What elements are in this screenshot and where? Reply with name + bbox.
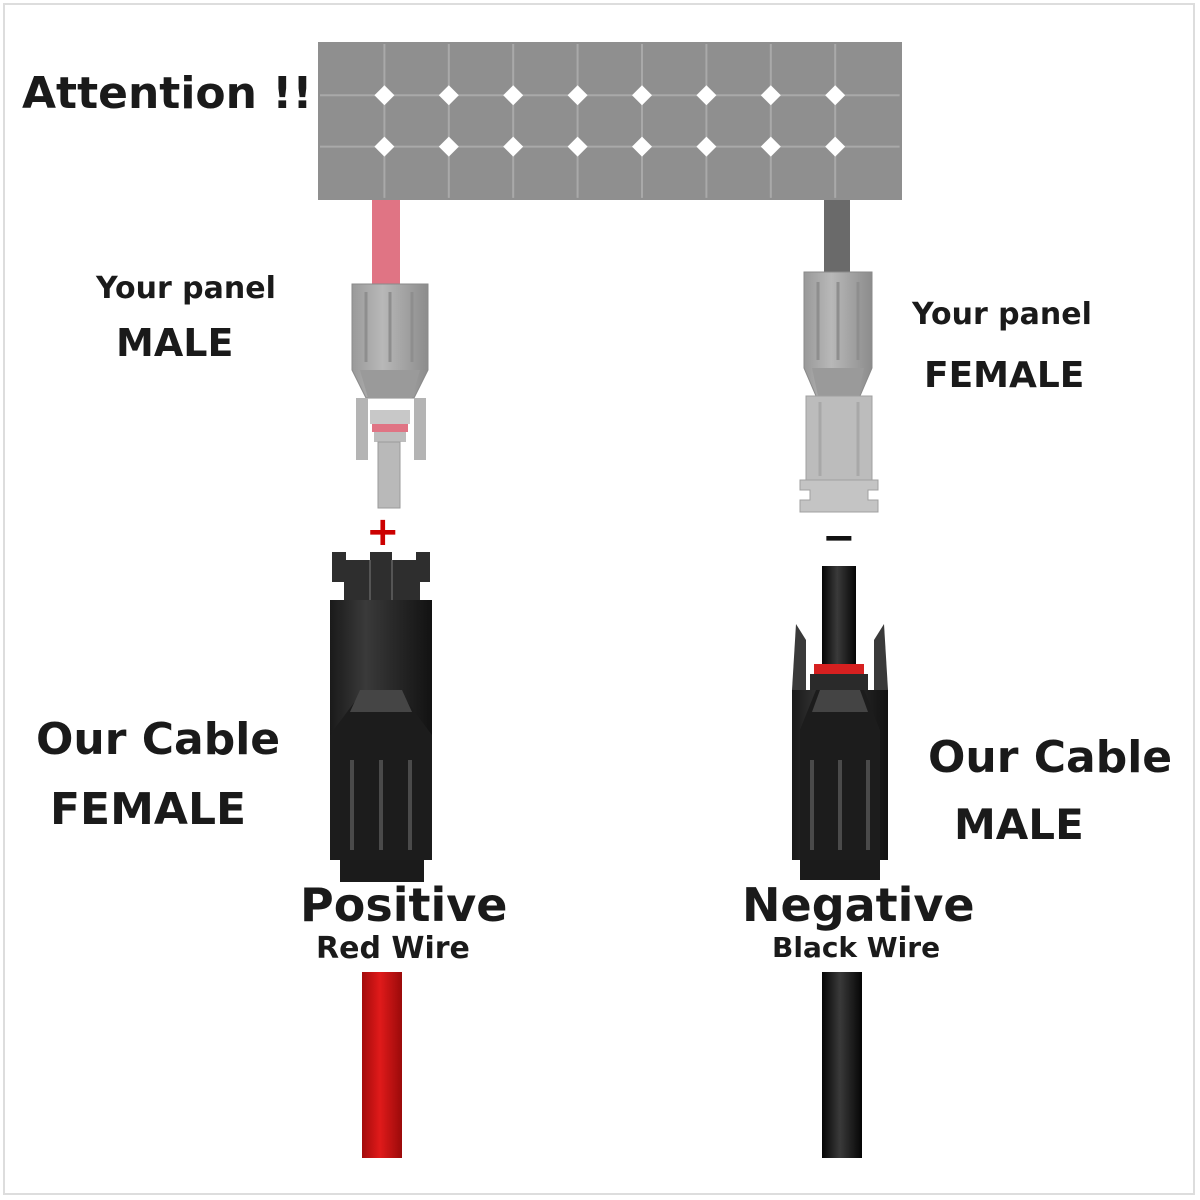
positive-sign: + <box>366 509 400 555</box>
panel-red-wire <box>372 200 400 284</box>
black-wire <box>822 972 862 1158</box>
panel-cell-corner <box>825 85 846 106</box>
cable-female-line1: Our Cable <box>36 714 281 765</box>
panel-cell-corner <box>632 85 652 106</box>
panel-male-connector <box>351 283 429 509</box>
panel-cell-corner <box>567 85 588 106</box>
panel-cell-corner <box>825 136 846 157</box>
solar-panel <box>318 42 902 200</box>
negative-sign: − <box>822 515 856 561</box>
panel-cell-corner <box>438 85 459 106</box>
panel-cell-corner <box>696 85 717 106</box>
panel-cells <box>320 44 900 198</box>
image-border <box>3 3 1195 1195</box>
panel-cell-corner <box>760 136 781 157</box>
panel-black-wire <box>824 200 850 272</box>
red-wire <box>362 972 402 1158</box>
panel-female-line1: Your panel <box>912 297 1092 332</box>
panel-cell-corner <box>696 136 717 157</box>
negative-wire-label: Black Wire <box>772 931 941 964</box>
panel-cell-corner <box>438 136 459 157</box>
cable-female-connector <box>330 552 432 882</box>
panel-cell-corner <box>567 136 588 157</box>
attention-title: Attention !! <box>22 68 313 119</box>
panel-cell-corner <box>374 85 395 106</box>
cable-female-line2: FEMALE <box>50 784 247 835</box>
panel-cell-corner <box>374 136 395 157</box>
panel-cell-corner <box>503 136 524 157</box>
cable-male-line1: Our Cable <box>928 732 1173 783</box>
positive-wire-label: Red Wire <box>316 931 470 966</box>
negative-label: Negative <box>742 878 975 932</box>
positive-label: Positive <box>300 878 508 932</box>
panel-frame <box>318 42 902 200</box>
panel-female-line2: FEMALE <box>924 355 1085 396</box>
panel-female-connector <box>799 271 879 513</box>
cable-male-connector <box>792 566 888 880</box>
panel-cell-corner <box>632 136 652 157</box>
panel-cell-corner <box>760 85 781 106</box>
panel-male-line1: Your panel <box>96 271 276 306</box>
panel-male-line2: MALE <box>116 321 234 365</box>
panel-cell-corner <box>503 85 524 106</box>
cable-male-line2: MALE <box>954 800 1084 849</box>
